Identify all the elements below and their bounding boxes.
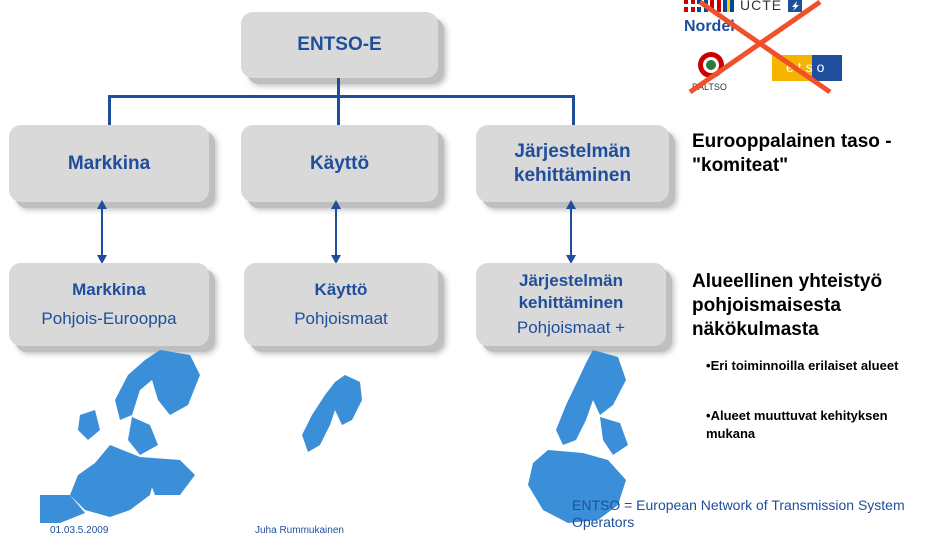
map-nordic-plus — [528, 350, 628, 523]
development-region-name: Pohjoismaat + — [516, 317, 626, 337]
operations-committee-box: Käyttö — [241, 125, 438, 202]
map-northern-europe — [40, 350, 200, 523]
bullet-dot-icon: • — [706, 358, 711, 373]
connector-horizontal — [108, 95, 575, 98]
operations-region-label: Käyttö — [314, 279, 368, 299]
footnote-text: ENTSO = European Network of Transmission… — [572, 497, 905, 530]
lightning-icon — [788, 0, 802, 12]
footer-author: Juha Rummukainen — [255, 525, 344, 536]
double-arrow-middle — [331, 200, 341, 264]
entso-e-box: ENTSO-E — [241, 12, 438, 78]
double-arrow-left — [97, 200, 107, 264]
connector-right — [572, 95, 575, 125]
double-arrow-right — [566, 200, 576, 264]
ucte-logo-text: UCTE — [740, 0, 783, 13]
development-committee-label: Järjestelmän kehittäminen — [513, 140, 632, 186]
market-committee-label: Markkina — [67, 152, 151, 174]
baltso-logo-text: BALTSO — [692, 82, 727, 92]
footer-date: 01.03.5.2009 — [50, 525, 109, 536]
market-region-label: Markkina — [72, 279, 146, 299]
nordel-logo-text: Nordel — [684, 18, 735, 35]
market-committee-box: Markkina — [9, 125, 209, 202]
connector-vertical-top — [337, 78, 340, 97]
bullet-item: •Alueet muuttuvat kehityksen mukana — [706, 407, 932, 443]
european-level-text: Eurooppalainen taso - "komiteat" — [692, 131, 892, 176]
bullet-text: Alueet muuttuvat kehityksen mukana — [706, 408, 888, 441]
development-region-box: Järjestelmän kehittäminen Pohjoismaat + — [476, 263, 666, 346]
development-committee-box: Järjestelmän kehittäminen — [476, 125, 669, 202]
bullet-dot-icon: • — [706, 408, 711, 423]
bullet-item: •Eri toiminnoilla erilaiset alueet — [706, 357, 932, 375]
operations-region-box: Käyttö Pohjoismaat — [244, 263, 438, 346]
entso-e-title: ENTSO-E — [297, 34, 382, 55]
operations-region-name: Pohjoismaat — [294, 308, 388, 328]
market-region-name: Pohjois-Eurooppa — [41, 308, 177, 328]
market-region-box: Markkina Pohjois-Eurooppa — [9, 263, 209, 346]
bullet-text: Eri toiminnoilla erilaiset alueet — [710, 358, 899, 373]
connector-middle — [337, 95, 340, 125]
map-nordic — [302, 375, 362, 452]
cross-out-icon — [688, 0, 832, 95]
development-region-label: Järjestelmän kehittäminen — [518, 270, 624, 312]
organization-logos: UCTE Nordel BALTSO etso — [680, 0, 860, 95]
operations-committee-label: Käyttö — [309, 152, 370, 174]
connector-left — [108, 95, 111, 125]
regional-cooperation-text: Alueellinen yhteistyö pohjoismaisesta nä… — [692, 271, 883, 340]
